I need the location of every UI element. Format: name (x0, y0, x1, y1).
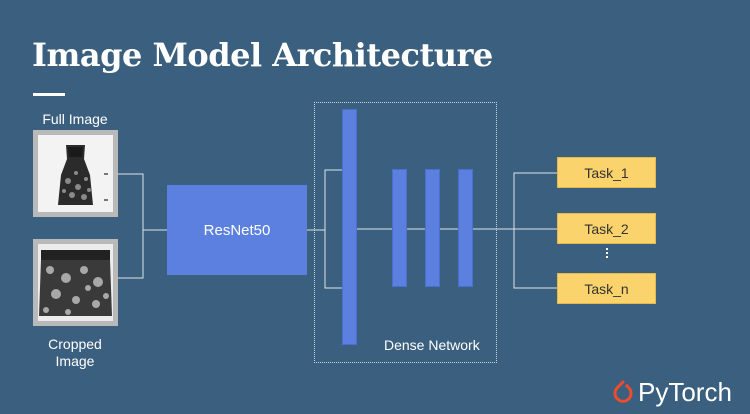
task-box-2: Task_2 (557, 213, 656, 244)
task-box-1: Task_1 (557, 157, 656, 188)
pytorch-logo: PyTorch (612, 377, 732, 408)
page-title: Image Model Architecture (32, 36, 493, 74)
dense-layer-bar (458, 169, 473, 287)
pytorch-logo-text: PyTorch (638, 377, 732, 407)
task-label: Task_1 (584, 164, 629, 181)
task-label: Task_n (584, 280, 629, 297)
full-image-thumbnail (33, 130, 118, 217)
resnet50-label: ResNet50 (203, 221, 271, 239)
dense-network-label: Dense Network (384, 337, 480, 353)
cropped-image-thumbnail (33, 239, 118, 326)
dense-layer-bar (392, 169, 407, 287)
title-underline (33, 93, 65, 96)
dense-network-boundary (314, 102, 497, 363)
dense-layer-bar (425, 169, 440, 287)
task-label: Task_2 (584, 220, 629, 237)
ellipsis-dots (606, 248, 608, 260)
full-image-label: Full Image (42, 111, 108, 127)
task-box-n: Task_n (557, 273, 656, 304)
pytorch-flame-icon (613, 380, 633, 403)
dense-layer-bar (342, 109, 357, 345)
resnet50-block: ResNet50 (167, 185, 307, 275)
cropped-image-label: Cropped Image (48, 336, 102, 369)
